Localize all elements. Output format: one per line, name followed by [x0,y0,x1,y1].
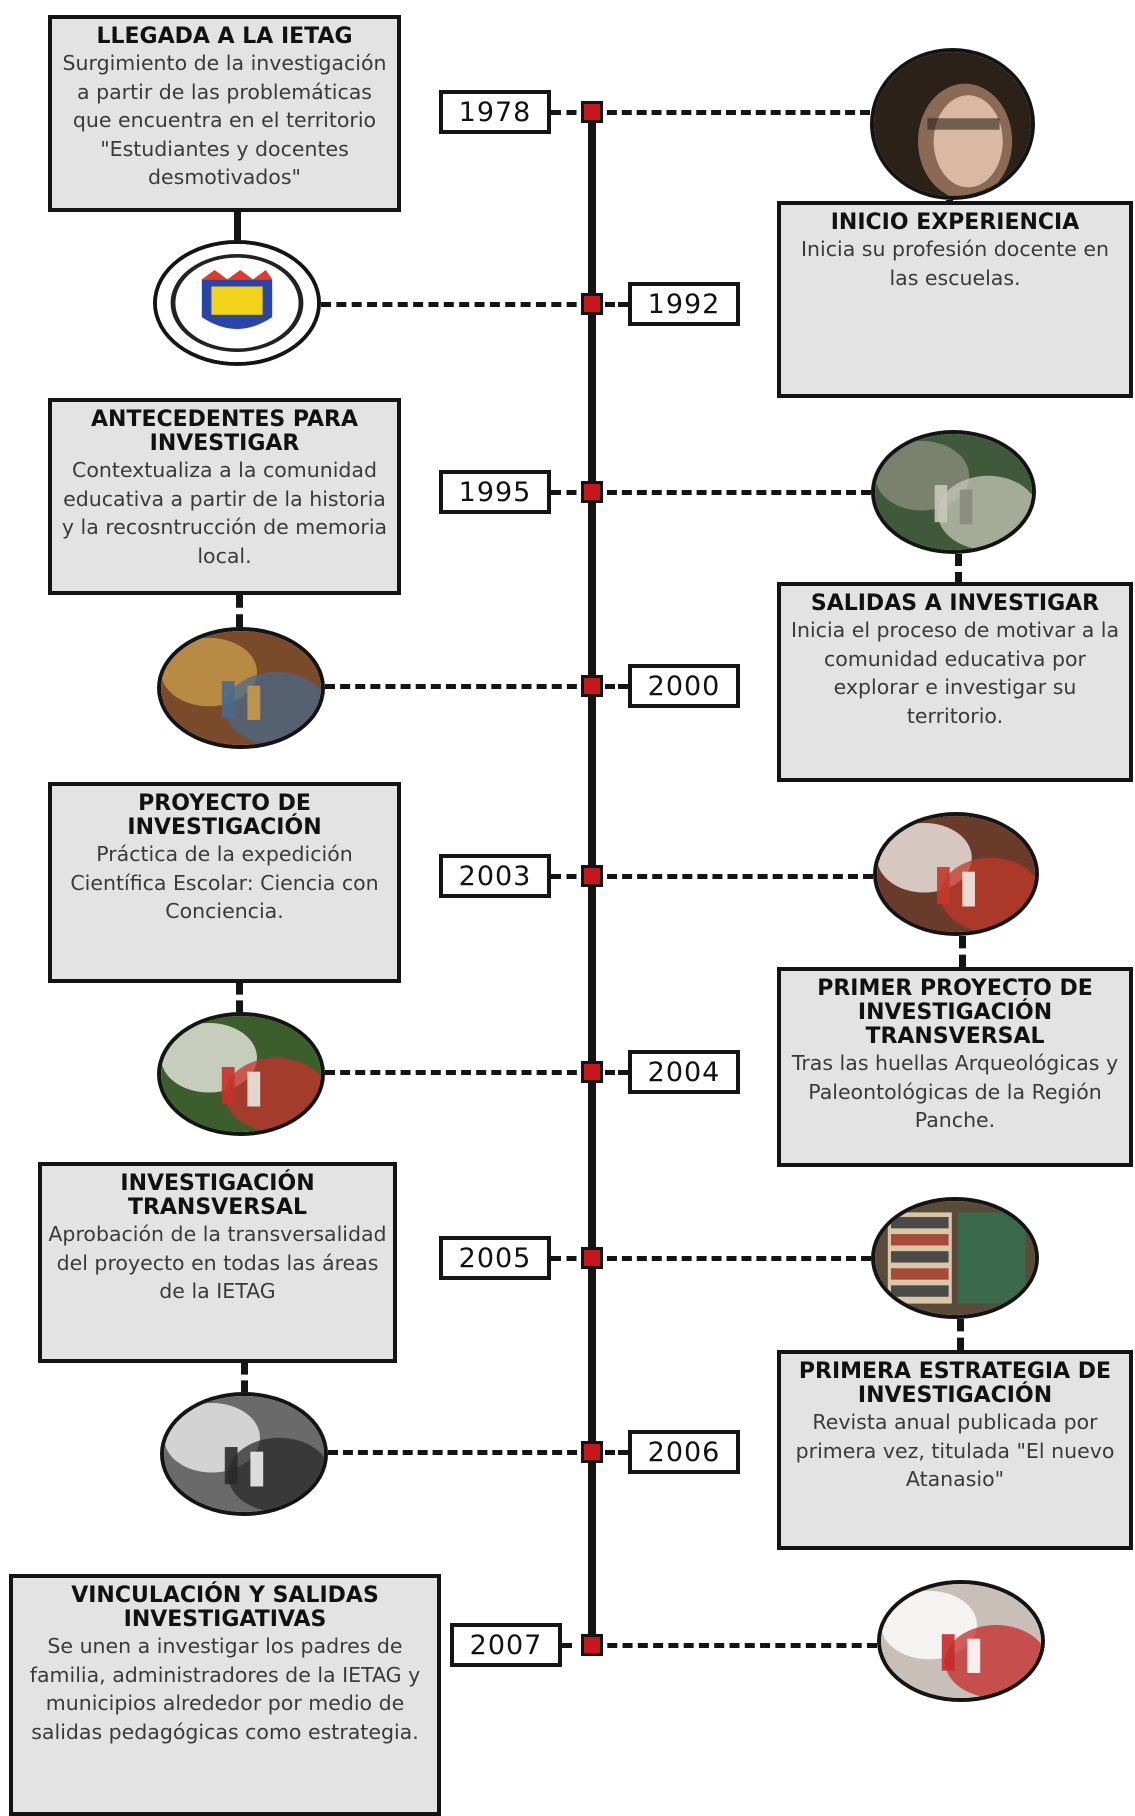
connector-left [551,110,592,115]
event-title: ANTECEDENTES PARA INVESTIGAR [91,407,358,456]
timeline-node [581,1061,603,1083]
event-description: Se unen a investigar los padres de famil… [29,1634,421,1744]
connector-right [592,1643,877,1648]
connector-left [321,302,592,307]
event-title: INICIO EXPERIENCIA [830,210,1080,235]
forest-students-photo [157,1012,325,1136]
event-description: Surgimiento de la investigación a partir… [62,51,387,189]
event-description: Inicia el proceso de motivar a la comuni… [790,618,1120,728]
card-connector [234,212,241,240]
connector-right [592,1450,628,1455]
timeline-node [581,481,603,503]
connector-left [551,1256,592,1261]
card-connector [959,936,966,967]
year-label: 2007 [450,1623,562,1667]
connector-right [592,110,870,115]
year-label: 2003 [439,854,551,898]
timeline-node [581,675,603,697]
river-rocks-photo [871,430,1036,554]
year-label: 2000 [628,664,740,708]
year-label: 2006 [628,1430,740,1474]
connector-left [562,1643,592,1648]
connector-right [592,874,873,879]
card-connector [241,1363,248,1392]
timeline-node [581,1247,603,1269]
connector-right [592,302,628,307]
year-label: 1992 [628,282,740,326]
event-title: LLEGADA A LA IETAG [96,24,353,49]
timeline-node [581,293,603,315]
connector-left [328,1450,592,1455]
event-description: Inicia su profesión docente en las escue… [801,237,1109,290]
connector-left [551,490,592,495]
event-title: INVESTIGACIÓN TRANSVERSAL [120,1171,315,1220]
year-label: 1978 [439,90,551,134]
group-photo [160,1392,328,1516]
connector-left [325,684,592,689]
connector-left [325,1070,592,1075]
event-description: Práctica de la expedición Científica Esc… [70,842,379,923]
connector-left [551,874,592,879]
event-description: Contextualiza a la comunidad educativa a… [61,458,388,568]
magazine-collage-photo [871,1197,1039,1319]
connector-right [592,1070,628,1075]
year-label: 2004 [628,1050,740,1094]
timeline-node [581,1634,603,1656]
event-title: PRIMER PROYECTO DE INVESTIGACIÓN TRANSVE… [817,976,1093,1049]
year-label: 1995 [439,470,551,514]
card-connector [236,595,243,627]
card-connector [955,554,962,584]
card-connector [236,983,243,1012]
event-title: VINCULACIÓN Y SALIDAS INVESTIGATIVAS [71,1583,379,1632]
connector-right [592,490,871,495]
timeline-node [581,101,603,123]
timeline-node [581,1441,603,1463]
event-card: PRIMER PROYECTO DE INVESTIGACIÓN TRANSVE… [777,967,1133,1167]
event-title: PRIMERA ESTRATEGIA DE INVESTIGACIÓN [798,1359,1112,1408]
mural-photo [157,627,325,749]
event-title: SALIDAS A INVESTIGAR [810,591,1100,616]
event-title: PROYECTO DE INVESTIGACIÓN [127,791,322,840]
event-description: Revista anual publicada por primera vez,… [795,1410,1115,1491]
connector-right [592,684,628,689]
year-label: 2005 [439,1236,551,1280]
poster-presentation-photo [873,812,1039,936]
timeline-node [581,865,603,887]
school-emblem-photo [153,240,321,366]
students-group-photo [877,1580,1045,1702]
event-description: Tras las huellas Arqueológicas y Paleont… [791,1051,1119,1132]
portrait-photo [870,48,1035,200]
card-connector [957,1319,964,1350]
event-description: Aprobación de la transversalidad del pro… [48,1222,387,1303]
connector-right [592,1256,871,1261]
